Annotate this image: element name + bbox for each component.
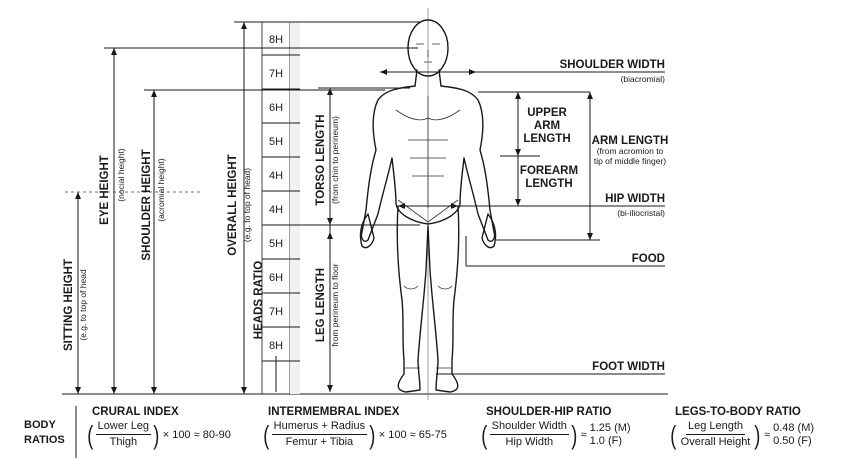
heads-scale: 8H 7H 6H 5H 4H 4H 5H 6H 7H 8H bbox=[261, 21, 340, 395]
head bbox=[407, 19, 449, 77]
torso-length-sub: (from chin to perineum) bbox=[330, 116, 340, 204]
foot-width-label: FOOT WIDTH bbox=[592, 361, 665, 373]
eye-height-sub: (nocial height) bbox=[116, 148, 126, 202]
forearm-line-2: LENGTH bbox=[525, 178, 572, 190]
shoulder-hip-denominator: Hip Width bbox=[505, 436, 554, 448]
shoulder-hip-approx: ≈ bbox=[580, 428, 587, 441]
arm-dims: UPPER ARM LENGTH FOREARM LENGTH ARM LENG… bbox=[478, 91, 669, 241]
shoulder-hip-fraction: Shoulder Width Hip Width bbox=[489, 420, 569, 449]
shoulder-width-dim: SHOULDER WIDTH (biacromial) bbox=[380, 59, 665, 84]
intermembral-fraction: Humerus + Radius Femur + Tibia bbox=[271, 420, 368, 449]
eye-height-dim: EYE HEIGHT (nocial height) bbox=[99, 47, 418, 394]
body-ratios-line-2: RATIOS bbox=[24, 434, 65, 446]
intermembral-denominator: Femur + Tibia bbox=[285, 436, 354, 448]
shoulder-hip-female: 1.0 (F) bbox=[589, 434, 623, 447]
body-ratios-section: BODY RATIOS CRURAL INDEX ( Lower Leg Thi… bbox=[0, 400, 849, 459]
shoulder-height-dim: SHOULDER HEIGHT (acromial height) bbox=[141, 89, 385, 394]
body-ratios-label: BODY RATIOS bbox=[24, 418, 65, 448]
body-ratios-line-1: BODY bbox=[24, 419, 56, 431]
shoulder-hip-ratio-title: SHOULDER-HIP RATIO bbox=[486, 406, 612, 418]
arm-length-label: ARM LENGTH bbox=[592, 135, 669, 147]
torso-outline bbox=[360, 85, 496, 242]
food-dim: FOOD bbox=[465, 236, 665, 267]
shoulder-height-label: SHOULDER HEIGHT bbox=[141, 149, 153, 260]
crural-denominator: Thigh bbox=[109, 436, 138, 448]
upper-arm-line-1: UPPER bbox=[527, 107, 567, 119]
upper-arm-line-2: ARM bbox=[534, 120, 560, 132]
right-hand bbox=[359, 213, 375, 249]
food-label: FOOD bbox=[632, 253, 665, 265]
crural-fraction: Lower Leg Thigh bbox=[95, 420, 152, 449]
legs-body-ratio-formula: ( Leg Length Overall Height ) ≈ 0.48 (M)… bbox=[670, 419, 815, 450]
forearm-line-1: FOREARM bbox=[520, 165, 578, 177]
sitting-height-dim: SITTING HEIGHT (e.g. to top of head bbox=[63, 191, 200, 394]
overall-height-label: OVERALL HEIGHT bbox=[227, 154, 239, 255]
legs-body-approx: ≈ bbox=[764, 428, 771, 441]
legs-outline bbox=[396, 205, 460, 393]
intermembral-index-title: INTERMEMBRAL INDEX bbox=[268, 406, 400, 418]
heads-tick-5: 4H bbox=[269, 170, 283, 182]
leg-length-label: LEG LENGTH bbox=[315, 268, 327, 342]
leg-length-dim: LEG LENGTH from perineum to floor bbox=[315, 224, 420, 392]
shoulder-hip-male: 1.25 (M) bbox=[589, 421, 631, 434]
heads-tick-1: 8H bbox=[269, 34, 283, 46]
crural-numerator: Lower Leg bbox=[95, 420, 152, 435]
hip-width-label: HIP WIDTH bbox=[605, 193, 665, 205]
crural-result: × 100 ≈ 80-90 bbox=[162, 428, 231, 441]
intermembral-numerator: Humerus + Radius bbox=[271, 420, 368, 435]
leg-length-sub: from perineum to floor bbox=[330, 263, 340, 346]
upper-arm-line-3: LENGTH bbox=[523, 133, 570, 145]
shoulder-hip-values: 1.25 (M) 1.0 (F) bbox=[590, 422, 631, 448]
crural-index-title: CRURAL INDEX bbox=[92, 406, 179, 418]
heads-tick-7: 5H bbox=[269, 238, 283, 250]
heads-ratio-label: HEADS RATIO bbox=[253, 261, 265, 339]
left-hand bbox=[481, 213, 497, 249]
hip-width-sub: (bi-iliocristal) bbox=[617, 208, 665, 218]
torso-length-dim: TORSO LENGTH (from chin to perineum) bbox=[315, 87, 410, 225]
shoulder-hip-numerator: Shoulder Width bbox=[489, 420, 569, 435]
overall-height-dim: OVERALL HEIGHT (e.g. to top of head) HEA… bbox=[227, 21, 420, 394]
heads-tick-9: 7H bbox=[269, 306, 283, 318]
legs-body-male: 0.48 (M) bbox=[773, 421, 815, 434]
heads-tick-2: 7H bbox=[269, 68, 283, 80]
overall-height-sub: (e.g. to top of head) bbox=[242, 168, 252, 242]
legs-body-numerator: Leg Length bbox=[685, 420, 746, 435]
sitting-height-label: SITTING HEIGHT bbox=[63, 259, 75, 351]
hip-width-dim: HIP WIDTH (bi-iliocristal) bbox=[398, 193, 665, 218]
heads-tick-10: 8H bbox=[269, 340, 283, 352]
ratios-divider bbox=[75, 406, 77, 458]
shoulder-hip-ratio-formula: ( Shoulder Width Hip Width ) ≈ 1.25 (M) … bbox=[481, 419, 631, 450]
legs-body-denominator: Overall Height bbox=[680, 436, 751, 448]
crural-index-formula: ( Lower Leg Thigh ) × 100 ≈ 80-90 bbox=[87, 419, 231, 450]
legs-body-ratio-title: LEGS-TO-BODY RATIO bbox=[675, 406, 801, 418]
torso-length-label: TORSO LENGTH bbox=[315, 114, 327, 205]
heads-tick-4: 5H bbox=[269, 136, 283, 148]
heads-tick-6: 4H bbox=[269, 204, 283, 216]
shoulder-width-label: SHOULDER WIDTH bbox=[560, 59, 665, 71]
legs-body-fraction: Leg Length Overall Height bbox=[679, 420, 753, 449]
shoulder-width-sub: (biacromial) bbox=[621, 74, 666, 84]
eye-height-label: EYE HEIGHT bbox=[99, 155, 111, 225]
foot-width-dim: FOOT WIDTH bbox=[436, 361, 665, 375]
intermembral-index-formula: ( Humerus + Radius Femur + Tibia ) × 100… bbox=[263, 419, 447, 450]
shoulder-height-sub: (acromial height) bbox=[156, 158, 166, 221]
arm-length-sub-2: tip of middle finger) bbox=[594, 156, 666, 166]
arm-length-sub-1: (from acromion to bbox=[597, 146, 664, 156]
sitting-height-sub: (e.g. to top of head bbox=[78, 269, 88, 341]
human-figure bbox=[359, 19, 497, 393]
legs-body-female: 0.50 (F) bbox=[773, 434, 812, 447]
heads-tick-3: 6H bbox=[269, 102, 283, 114]
heads-tick-8: 6H bbox=[269, 272, 283, 284]
intermembral-result: × 100 ≈ 65-75 bbox=[378, 428, 447, 441]
legs-body-values: 0.48 (M) 0.50 (F) bbox=[773, 422, 814, 448]
diagram-svg: 8H 7H 6H 5H 4H 4H 5H 6H 7H 8H SITTING HE… bbox=[62, 8, 669, 412]
